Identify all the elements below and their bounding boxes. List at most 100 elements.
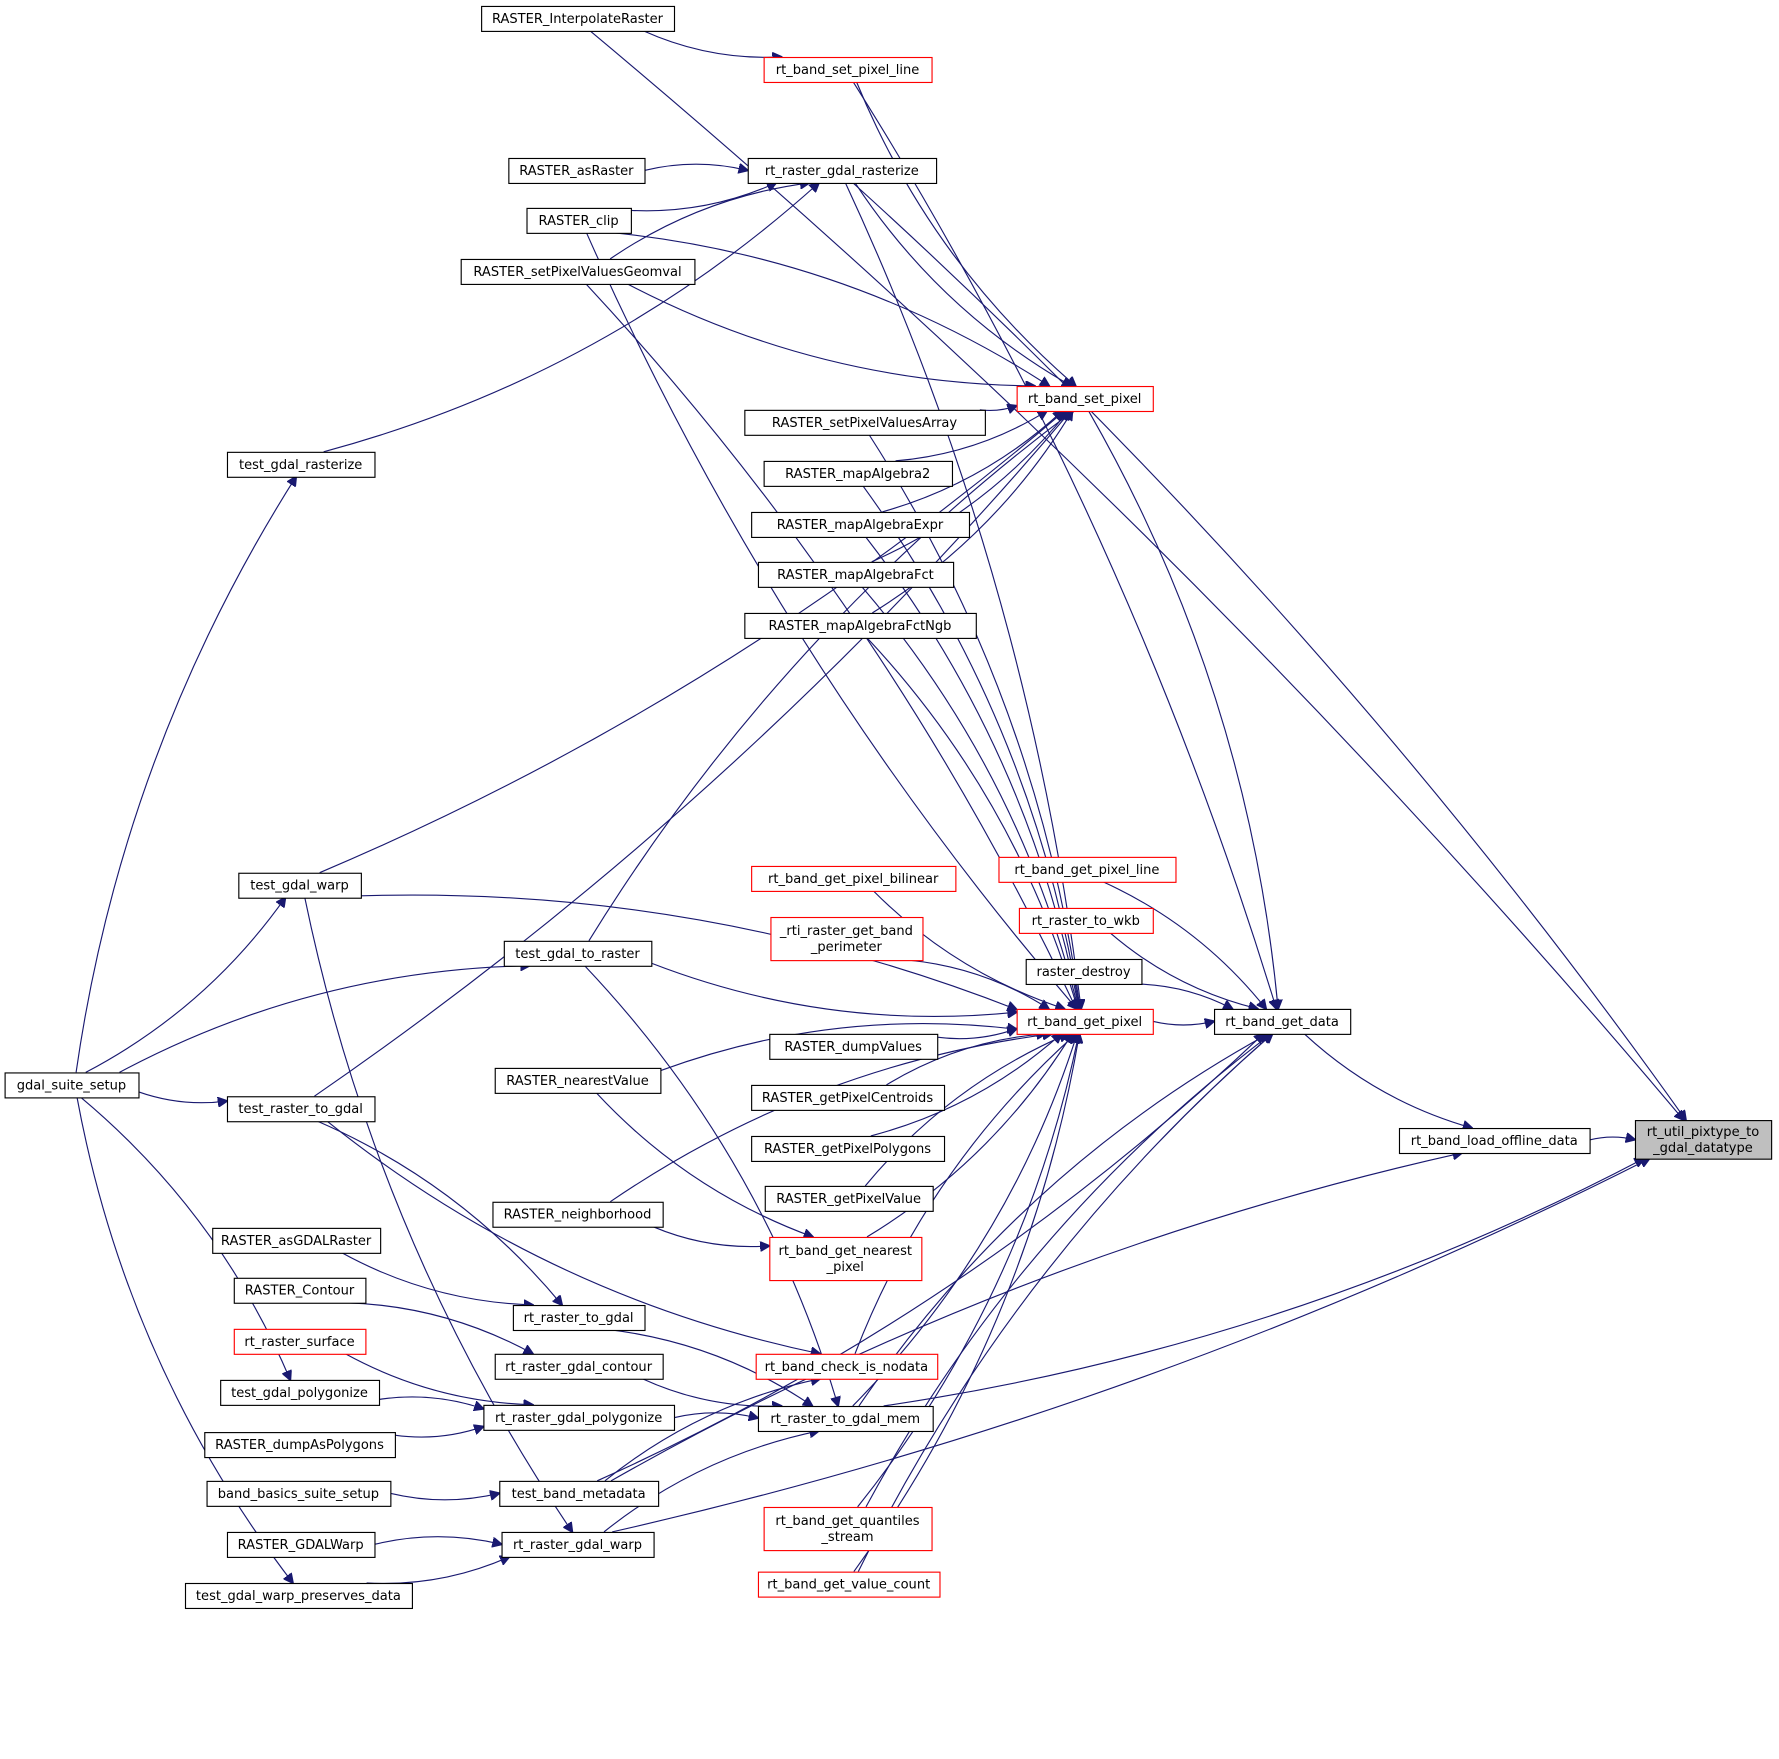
- node-label: _stream: [820, 1530, 873, 1545]
- edge-RASTER_mapAlgebraFctNgb-to-rt_band_set_pixel: [872, 411, 1072, 614]
- node-RASTER-getPixelCentroids[interactable]: RASTER_getPixelCentroids: [751, 1084, 946, 1111]
- node-RASTER-setPixelValuesArray[interactable]: RASTER_setPixelValuesArray: [744, 409, 986, 436]
- node-label: rt_raster_surface: [244, 1335, 354, 1350]
- edge-test_gdal_warp-to-rt_band_get_pixel: [360, 894, 1017, 1009]
- edge-gdal_suite_setup-to-test_gdal_to_raster: [119, 966, 529, 1073]
- node-rt-band-set-pixel-line[interactable]: rt_band_set_pixel_line: [763, 56, 933, 84]
- node-RASTER-GDALWarp[interactable]: RASTER_GDALWarp: [226, 1531, 376, 1558]
- node-box: [764, 1185, 934, 1212]
- node-RASTER-mapAlgebraFct[interactable]: RASTER_mapAlgebraFct: [757, 561, 955, 588]
- node-RASTER-mapAlgebra2[interactable]: RASTER_mapAlgebra2: [763, 460, 954, 487]
- node-label: rt_band_load_offline_data: [1411, 1134, 1578, 1149]
- edge-rt_band_get_pixel-to-rt_band_get_data: [1152, 1021, 1214, 1025]
- node-test-gdal-warp[interactable]: test_gdal_warp: [238, 872, 362, 899]
- edge-band_basics_suite_setup-to-test_band_metadata: [390, 1493, 499, 1500]
- node-rt-raster-surface[interactable]: rt_raster_surface: [233, 1328, 367, 1355]
- node-test-gdal-warp-preserves-data[interactable]: test_gdal_warp_preserves_data: [184, 1582, 413, 1610]
- node-label: RASTER_nearestValue: [506, 1074, 649, 1089]
- edge-rt_band_set_pixel_line-to-rt_band_set_pixel: [855, 81, 1076, 386]
- node-rt-band-set-pixel[interactable]: rt_band_set_pixel: [1016, 385, 1154, 413]
- node-raster-destroy[interactable]: raster_destroy: [1025, 958, 1143, 986]
- node-test-gdal-rasterize[interactable]: test_gdal_rasterize: [226, 451, 376, 478]
- node-rt-raster-gdal-contour[interactable]: rt_raster_gdal_contour: [494, 1353, 664, 1380]
- node-test-raster-to-gdal[interactable]: test_raster_to_gdal: [226, 1096, 376, 1123]
- node-rt-raster-gdal-warp[interactable]: rt_raster_gdal_warp: [501, 1531, 655, 1558]
- node-RASTER-neighborhood[interactable]: RASTER_neighborhood: [492, 1201, 664, 1228]
- node-rt-band-get-quantiles-stream[interactable]: rt_band_get_quantiles_stream: [763, 1506, 933, 1552]
- node-RASTER-dumpAsPolygons[interactable]: RASTER_dumpAsPolygons: [204, 1432, 396, 1459]
- node-rt-band-get-pixel-bilinear[interactable]: rt_band_get_pixel_bilinear: [751, 865, 957, 892]
- node-rt-raster-to-gdal[interactable]: rt_raster_to_gdal: [512, 1304, 646, 1332]
- node-RASTER-asGDALRaster[interactable]: RASTER_asGDALRaster: [212, 1227, 382, 1254]
- node-box: [1018, 907, 1154, 934]
- edge-gdal_suite_setup-to-test_gdal_warp: [85, 898, 286, 1073]
- node-RASTER-mapAlgebraFctNgb[interactable]: RASTER_mapAlgebraFctNgb: [744, 612, 977, 639]
- node-rti-raster-get-band-perimeter[interactable]: _rti_raster_get_band_perimeter: [770, 916, 924, 962]
- node-label: _rti_raster_get_band: [779, 924, 913, 939]
- node-rt-band-get-value-count[interactable]: rt_band_get_value_count: [757, 1571, 941, 1598]
- node-box: [757, 561, 955, 588]
- node-RASTER-asRaster[interactable]: RASTER_asRaster: [508, 157, 646, 185]
- node-test-band-metadata[interactable]: test_band_metadata: [499, 1480, 660, 1507]
- node-rt-raster-to-wkb[interactable]: rt_raster_to_wkb: [1018, 907, 1154, 934]
- node-RASTER-dumpValues[interactable]: RASTER_dumpValues: [769, 1033, 939, 1060]
- node-label: rt_raster_gdal_warp: [513, 1538, 642, 1553]
- node-rt-raster-to-gdal-mem[interactable]: rt_raster_to_gdal_mem: [757, 1405, 934, 1433]
- node-test-gdal-polygonize[interactable]: test_gdal_polygonize: [220, 1379, 381, 1406]
- node-RASTER-clip[interactable]: RASTER_clip: [526, 207, 632, 234]
- edge-RASTER_setPixelValuesArray-to-rt_band_set_pixel: [979, 406, 1017, 411]
- node-label: rt_band_get_pixel: [1027, 1015, 1142, 1030]
- edge-rt_band_get_pixel_bilinear-to-rt_band_get_pixel: [872, 890, 1064, 1009]
- node-rt-band-get-pixel[interactable]: rt_band_get_pixel: [1016, 1008, 1154, 1035]
- node-label: RASTER_mapAlgebraFct: [777, 568, 934, 583]
- node-box: [483, 1404, 676, 1431]
- edge-RASTER_mapAlgebraExpr-to-rt_band_set_pixel: [882, 411, 1062, 513]
- node-box: [526, 207, 632, 234]
- node-rt-raster-gdal-polygonize[interactable]: rt_raster_gdal_polygonize: [483, 1404, 676, 1431]
- node-box: [233, 1277, 367, 1304]
- node-gdal-suite-setup[interactable]: gdal_suite_setup: [4, 1072, 140, 1099]
- edge-rt_band_check_is_nodata-to-rt_band_get_pixel: [854, 1034, 1076, 1354]
- node-label: test_gdal_warp: [250, 879, 348, 894]
- node-rt-raster-gdal-rasterize[interactable]: rt_raster_gdal_rasterize: [747, 157, 938, 185]
- node-label: RASTER_neighborhood: [504, 1208, 652, 1223]
- node-rt-band-get-data[interactable]: rt_band_get_data: [1213, 1008, 1352, 1035]
- node-box: [769, 1236, 923, 1282]
- node-RASTER-InterpolateRaster[interactable]: RASTER_InterpolateRaster: [481, 5, 676, 32]
- edge-RASTER_nearestValue-to-rt_band_get_pixel: [660, 1023, 1016, 1072]
- node-label: rt_band_set_pixel_line: [776, 63, 920, 78]
- node-box: [494, 1067, 662, 1094]
- node-label: rt_band_get_nearest: [779, 1244, 912, 1259]
- node-band-basics-suite-setup[interactable]: band_basics_suite_setup: [206, 1480, 392, 1507]
- node-rt-band-get-nearest-pixel[interactable]: rt_band_get_nearest_pixel: [769, 1236, 923, 1282]
- node-box: [757, 1571, 941, 1598]
- node-box: [1634, 1120, 1773, 1160]
- node-RASTER-Contour[interactable]: RASTER_Contour: [233, 1277, 367, 1304]
- edge-RASTER_mapAlgebraExpr-to-rt_band_get_pixel: [865, 536, 1079, 1009]
- edge-test_raster_to_gdal-to-rt_raster_to_gdal: [317, 1120, 562, 1305]
- node-RASTER-getPixelPolygons[interactable]: RASTER_getPixelPolygons: [751, 1135, 946, 1163]
- node-box: [751, 1084, 946, 1111]
- node-box: [481, 5, 676, 32]
- node-rt-band-check-is-nodata[interactable]: rt_band_check_is_nodata: [755, 1353, 939, 1380]
- node-RASTER-mapAlgebraExpr[interactable]: RASTER_mapAlgebraExpr: [751, 511, 971, 538]
- edge-RASTER_clip-to-rt_raster_gdal_rasterize: [630, 183, 776, 212]
- node-rt-band-get-pixel-line[interactable]: rt_band_get_pixel_line: [998, 856, 1177, 883]
- node-test-gdal-to-raster[interactable]: test_gdal_to_raster: [503, 940, 653, 967]
- node-box: [499, 1480, 660, 1507]
- edge-RASTER_clip-to-rt_band_get_pixel: [585, 232, 1077, 1009]
- node-label: _pixel: [826, 1260, 864, 1275]
- node-label: RASTER_getPixelCentroids: [762, 1091, 933, 1106]
- edge-rt_raster_gdal_rasterize-to-rt_band_set_pixel: [854, 182, 1071, 386]
- node-RASTER-setPixelValuesGeomval[interactable]: RASTER_setPixelValuesGeomval: [460, 258, 696, 285]
- node-label: rt_band_get_pixel_line: [1014, 863, 1159, 878]
- node-rt-band-load-offline-data[interactable]: rt_band_load_offline_data: [1398, 1127, 1591, 1155]
- node-label: rt_raster_gdal_polygonize: [495, 1411, 662, 1426]
- node-RASTER-nearestValue[interactable]: RASTER_nearestValue: [494, 1067, 662, 1094]
- node-RASTER-getPixelValue[interactable]: RASTER_getPixelValue: [764, 1185, 934, 1212]
- edge-gdal_suite_setup-to-test_raster_to_gdal: [138, 1091, 226, 1103]
- edge-test_gdal_to_raster-to-rt_band_set_pixel: [588, 411, 1073, 942]
- node-box: [998, 856, 1177, 883]
- node-box: [492, 1201, 664, 1228]
- node-box: [763, 460, 954, 487]
